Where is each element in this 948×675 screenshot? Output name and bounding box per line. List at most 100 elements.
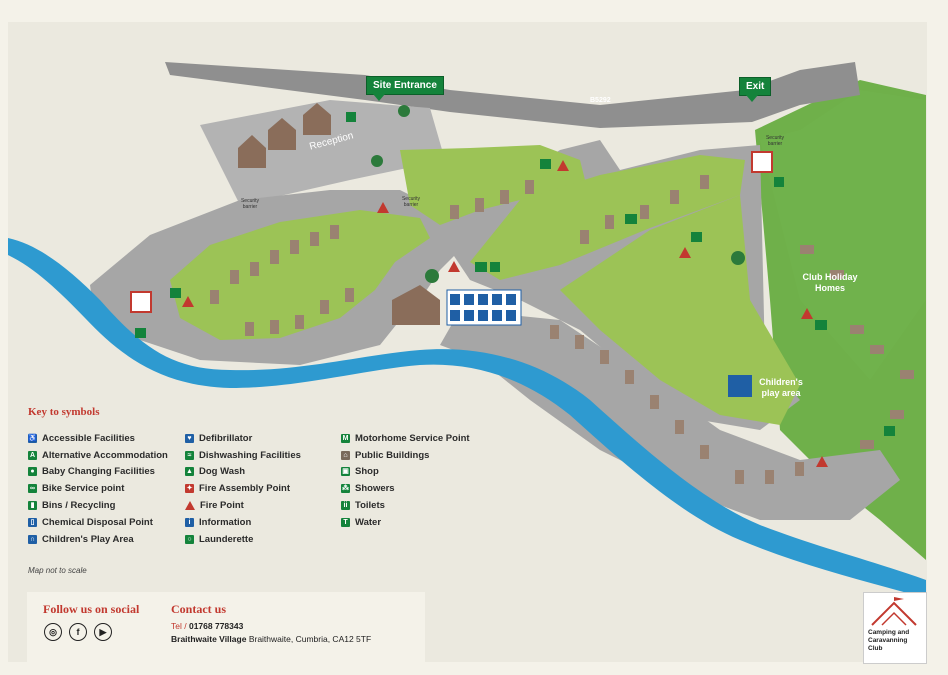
central-building [392, 285, 440, 325]
key-label: Toilets [355, 500, 385, 512]
address: Braithwaite, Cumbria, CA12 5TF [248, 634, 372, 644]
bin-icon: ▮ [28, 501, 37, 511]
key-label: Dishwashing Facilities [199, 449, 301, 461]
key-label: Baby Changing Facilities [42, 466, 155, 478]
key-label: Showers [355, 483, 395, 495]
telephone-number[interactable]: 01768 778343 [188, 621, 244, 631]
key-label: Public Buildings [355, 449, 430, 461]
key-label: Dog Wash [199, 466, 246, 478]
club-holiday-homes-label: Club Holiday Homes [802, 272, 858, 293]
key-column-2: ♥ Defibrillator ≈ Dishwashing Facilities ▲… [185, 430, 301, 548]
toilet-icon: ii [341, 501, 350, 511]
key-label: Motorhome Service Point [355, 432, 470, 444]
key-label: Water [355, 516, 382, 528]
key-item: ✦Fire Assembly Point [185, 480, 301, 497]
key-item: ⁂ Showers [341, 480, 470, 497]
public-building-icon: ⌂ [341, 450, 350, 460]
water-icon: T [341, 517, 350, 527]
shop-icon: ▣ [341, 467, 350, 477]
road-label: B5292 [590, 97, 611, 104]
key-label: Shop [355, 466, 379, 478]
dishwashing-icon: ≈ [185, 450, 194, 460]
address-line: Braithwaite Village Braithwaite, Cumbria… [171, 634, 371, 644]
tree [731, 251, 745, 265]
security-barrier-label: Security barrier [765, 135, 785, 147]
key-column-3: M Motorhome Service Point ⌂ Public Buildin… [341, 430, 470, 531]
key-column-1: ♿Accessible Facilities A Alternative Acco… [28, 430, 168, 548]
river [8, 238, 926, 598]
childrens-play-area-label: Children's play area [759, 377, 803, 398]
upper-pitch-field [400, 145, 585, 225]
information-icon: i [185, 517, 194, 527]
key-item: ♥ Defibrillator [185, 430, 301, 447]
key-label: Children's Play Area [42, 533, 134, 545]
key-label: Defibrillator [199, 432, 253, 444]
security-barrier-label: Security barrier [401, 196, 421, 208]
map-scale-note: Map not to scale [28, 566, 87, 575]
fire-point-icon [185, 501, 195, 511]
key-item: ii Toilets [341, 497, 470, 514]
youtube-icon[interactable]: ▶ [94, 623, 112, 641]
motorhome-icon: M [341, 433, 350, 443]
key-item: T Water [341, 514, 470, 531]
exit-sign: Exit [739, 77, 772, 102]
key-label: Chemical Disposal Point [42, 516, 153, 528]
key-item: ⌂ Public Buildings [341, 447, 470, 464]
acc-icon: A [28, 450, 37, 460]
footer: Follow us on social ◎ f ▶ Contact us Tel… [27, 592, 425, 662]
site-entrance-sign: Site Entrance [366, 76, 444, 101]
tree [425, 269, 439, 283]
key-item: ● Baby Changing Facilities [28, 464, 168, 481]
logo-text-line: Caravanning [868, 637, 908, 644]
defibrillator-icon: ♥ [185, 433, 194, 443]
main-road [165, 62, 860, 128]
chemical-disposal-icon: ▯ [28, 517, 37, 527]
tree [398, 105, 410, 117]
contact-title: Contact us [171, 602, 227, 616]
left-pitch-field [170, 210, 430, 340]
key-label: Accessible Facilities [42, 432, 135, 444]
fire-assembly-icon: ✦ [185, 484, 194, 494]
baby-changing-icon: ● [28, 467, 37, 477]
key-item: ▣ Shop [341, 464, 470, 481]
telephone-line: Tel / 01768 778343 [171, 621, 243, 631]
fire-point-icons [182, 160, 828, 467]
river-road [440, 310, 900, 520]
logo-text-line: Club [868, 645, 883, 652]
reception-buildings [238, 103, 331, 168]
key-item: ♿Accessible Facilities [28, 430, 168, 447]
key-label: Bike Service point [42, 483, 125, 495]
key-label: Alternative Accommodation [42, 449, 168, 461]
instagram-icon[interactable]: ◎ [44, 623, 62, 641]
key-item: ▯ Chemical Disposal Point [28, 514, 168, 531]
tel-prefix: Tel / [171, 621, 187, 631]
key-item: ○ Launderette [185, 531, 301, 548]
service-icons [135, 112, 895, 436]
tree [371, 155, 383, 167]
key-label: Launderette [199, 533, 254, 545]
play-area-icon [728, 375, 752, 397]
key-item: ▲ Dog Wash [185, 464, 301, 481]
key-label: Bins / Recycling [42, 500, 116, 512]
key-title: Key to symbols [28, 406, 100, 418]
site-name: Braithwaite Village [171, 634, 247, 644]
pitches [210, 175, 914, 484]
launderette-icon: ○ [185, 534, 194, 544]
key-item: ≈ Dishwashing Facilities [185, 447, 301, 464]
key-item: ∞Bike Service point [28, 480, 168, 497]
play-area-icon: ∩ [28, 534, 37, 544]
fire-assembly-icon [130, 291, 152, 313]
logo-text-line: Camping and [868, 629, 910, 636]
logo-text: Camping and Caravanning Club [868, 629, 909, 653]
key-item: ▮ Bins / Recycling [28, 497, 168, 514]
key-item: Fire Point [185, 497, 301, 514]
key-item: A Alternative Accommodation [28, 447, 168, 464]
key-item: M Motorhome Service Point [341, 430, 470, 447]
key-item: ∩ Children's Play Area [28, 531, 168, 548]
dog-wash-icon: ▲ [185, 467, 194, 477]
facebook-icon[interactable]: f [69, 623, 87, 641]
shower-icon: ⁂ [341, 484, 350, 494]
follow-title: Follow us on social [43, 602, 140, 616]
